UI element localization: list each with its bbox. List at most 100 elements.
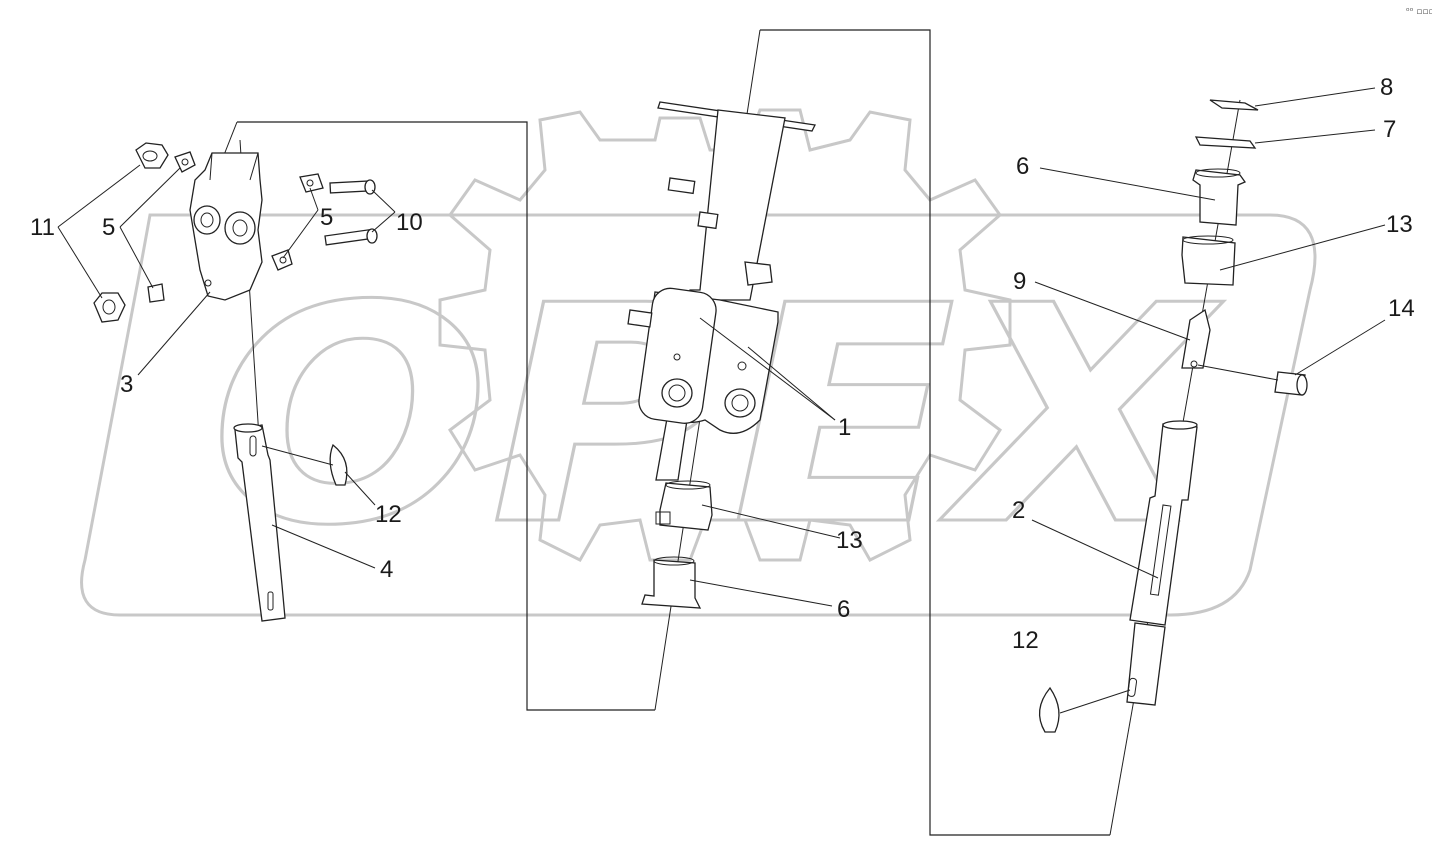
joint-detail-1: [209, 152, 213, 181]
leader-6-right: [1039, 167, 1216, 201]
center-assembly: [627, 101, 816, 609]
leader-12-left-b: [344, 471, 376, 506]
leader-11-a: [57, 164, 141, 228]
leader-13-center: [701, 504, 841, 539]
shaft-top-end: [233, 423, 263, 433]
leader-3: [137, 291, 211, 376]
woodruff-key-part-12-right: [1038, 686, 1060, 733]
callout-5-left: 5: [102, 214, 115, 241]
left-assembly: [93, 142, 378, 622]
washer-part-7: [1194, 136, 1257, 149]
leader-5-a2: [119, 226, 154, 289]
column-tab-2: [697, 211, 719, 230]
bushing-center-flange: [655, 511, 671, 525]
leader-12-right: [1059, 689, 1131, 714]
leader-7: [1254, 129, 1376, 144]
joint-eye-left: [193, 205, 221, 235]
shaft-keyway-bottom: [267, 591, 274, 611]
leader-5-b1: [309, 187, 319, 211]
leader-9: [1034, 281, 1191, 341]
leader-10-b: [371, 211, 396, 233]
frame-center: [760, 29, 1110, 836]
washer-right-bottom-hole: [279, 256, 287, 264]
callout-5-right: 5: [320, 204, 333, 231]
leader-11-b: [57, 226, 103, 299]
callout-13-right: 13: [1386, 211, 1413, 238]
sleeve-part-6-center: [641, 559, 702, 609]
bushing-part-13-right: [1181, 236, 1236, 286]
joint-eye-left-bore: [200, 212, 214, 228]
shaft-right-top: [1162, 420, 1198, 430]
bolt-bottom-head: [366, 228, 378, 244]
washer-right-top-part-5: [299, 173, 324, 193]
callout-12-left: 12: [375, 501, 402, 528]
shaft-part-4: [234, 424, 286, 622]
bracket-hole: [673, 353, 681, 361]
leader-1-b: [699, 317, 836, 421]
callout-7: 7: [1383, 116, 1396, 143]
bushing-center-top: [665, 480, 711, 490]
sleeve-right-top: [1195, 168, 1241, 178]
washer-top-hole: [181, 158, 189, 166]
corner-mark: ᵒᵒ ▫▫▫: [1406, 7, 1432, 17]
shaft-right-spline: [1149, 504, 1172, 596]
callout-14: 14: [1388, 295, 1415, 322]
bracket-eye-left-bore: [668, 384, 686, 402]
bracket-eye-left: [661, 378, 693, 408]
watermark-gear: [438, 108, 1012, 562]
woodruff-key-part-12-left: [329, 443, 348, 486]
callout-3: 3: [120, 371, 133, 398]
frame-left: [237, 121, 655, 711]
cap-part-8: [1209, 99, 1259, 111]
callout-4: 4: [380, 556, 393, 583]
callout-12-right: 12: [1012, 627, 1039, 654]
column-ear: [744, 261, 773, 286]
joint-eye-right: [224, 211, 256, 245]
bracket-eye-right: [724, 388, 756, 418]
callout-9: 9: [1013, 268, 1026, 295]
leader-lines: [57, 87, 1386, 714]
nut-top-hole: [142, 150, 158, 162]
sleeve-center-top: [653, 556, 695, 566]
leader-12-left-a: [261, 445, 334, 466]
leader-9-pin: [1197, 364, 1279, 381]
leader-4: [271, 524, 376, 569]
shaft-keyway: [249, 435, 257, 457]
callout-1: 1: [838, 414, 851, 441]
washer-top-part-5: [174, 151, 196, 173]
joint-detail-2: [249, 152, 259, 181]
nut-top-part-11: [135, 142, 169, 169]
callout-10: 10: [396, 209, 423, 236]
leader-10-a: [371, 189, 396, 213]
callout-13-center: 13: [836, 527, 863, 554]
bracket-side-tab: [627, 309, 653, 328]
bushing-right-top: [1182, 235, 1234, 245]
leader-1-a: [747, 346, 836, 421]
shaft-right-lower: [1126, 622, 1166, 706]
bracket-pin: [737, 361, 747, 371]
shaft-right-keyway: [1127, 677, 1138, 697]
callout-8: 8: [1380, 74, 1393, 101]
nut-bottom-part-11: [93, 292, 126, 323]
bracket-handle: [638, 287, 717, 424]
joint-eye-right-bore: [232, 219, 248, 237]
bracket-eye-right-bore: [731, 394, 749, 412]
leader-8: [1254, 87, 1376, 107]
leader-5-a1: [119, 167, 181, 228]
column-tab-1: [667, 177, 696, 195]
washer-bottom-part-5: [147, 283, 165, 303]
leader-6-center: [689, 579, 833, 607]
washer-right-top-hole: [306, 179, 314, 187]
callout-6-center: 6: [837, 596, 850, 623]
shaft-part-2: [1129, 423, 1198, 626]
leader-5-b2: [282, 209, 319, 259]
callout-2: 2: [1012, 497, 1025, 524]
leader-2: [1031, 519, 1159, 579]
nut-bottom-hole: [102, 299, 116, 315]
washer-right-bottom-part-5: [271, 249, 293, 271]
right-assembly: [1038, 99, 1308, 733]
leader-14: [1294, 319, 1386, 376]
callout-labels: 11 5 5 10 3 12 4 1 13 6 8 7 6 13 9 14 2 …: [30, 74, 1415, 654]
pin-end: [1296, 374, 1308, 396]
